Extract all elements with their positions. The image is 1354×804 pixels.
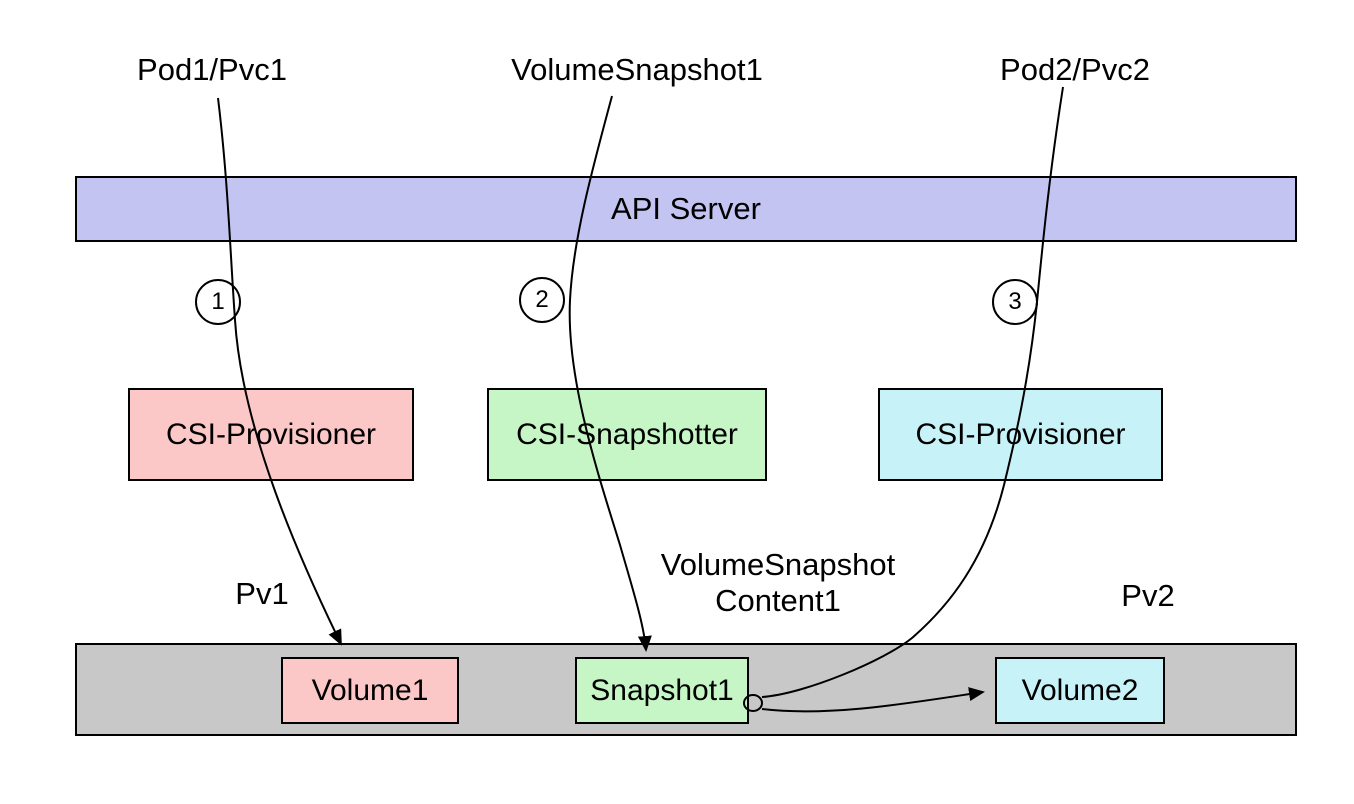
label-volumesnapshot-content1-line1: VolumeSnapshot [660, 547, 896, 582]
top-label-volumesnapshot1: VolumeSnapshot1 [511, 52, 763, 87]
top-label-pod1-pvc1: Pod1/Pvc1 [137, 52, 287, 87]
storage-item-volume1: Volume1 [281, 657, 459, 724]
step-badge-2: 2 [519, 277, 565, 323]
controller-csi-provisioner-right-label: CSI-Provisioner [915, 417, 1126, 451]
controller-csi-provisioner-left: CSI-Provisioner [128, 388, 414, 481]
storage-item-snapshot1: Snapshot1 [575, 657, 749, 724]
label-pv2: Pv2 [1121, 578, 1175, 613]
label-pv1: Pv1 [235, 576, 289, 611]
step-badge-2-number: 2 [535, 286, 549, 313]
controller-csi-snapshotter: CSI-Snapshotter [487, 388, 767, 481]
step-badge-3-number: 3 [1008, 288, 1022, 315]
storage-item-volume1-label: Volume1 [311, 673, 429, 707]
controller-csi-provisioner-left-label: CSI-Provisioner [165, 417, 377, 451]
api-server-label: API Server [611, 191, 761, 226]
storage-item-volume2-label: Volume2 [1021, 673, 1139, 707]
label-volumesnapshot-content1-line2: Content1 [715, 583, 841, 618]
step-badge-1: 1 [195, 279, 241, 325]
storage-item-volume2: Volume2 [995, 657, 1165, 724]
storage-item-snapshot1-label: Snapshot1 [590, 673, 734, 707]
controller-csi-provisioner-right: CSI-Provisioner [878, 388, 1163, 481]
top-label-pod2-pvc2: Pod2/Pvc2 [1000, 52, 1150, 87]
controller-csi-snapshotter-label: CSI-Snapshotter [516, 417, 738, 451]
step-badge-3: 3 [992, 279, 1038, 325]
step-badge-1-number: 1 [211, 288, 225, 315]
label-volumesnapshot-content1: VolumeSnapshot Content1 [661, 547, 895, 619]
